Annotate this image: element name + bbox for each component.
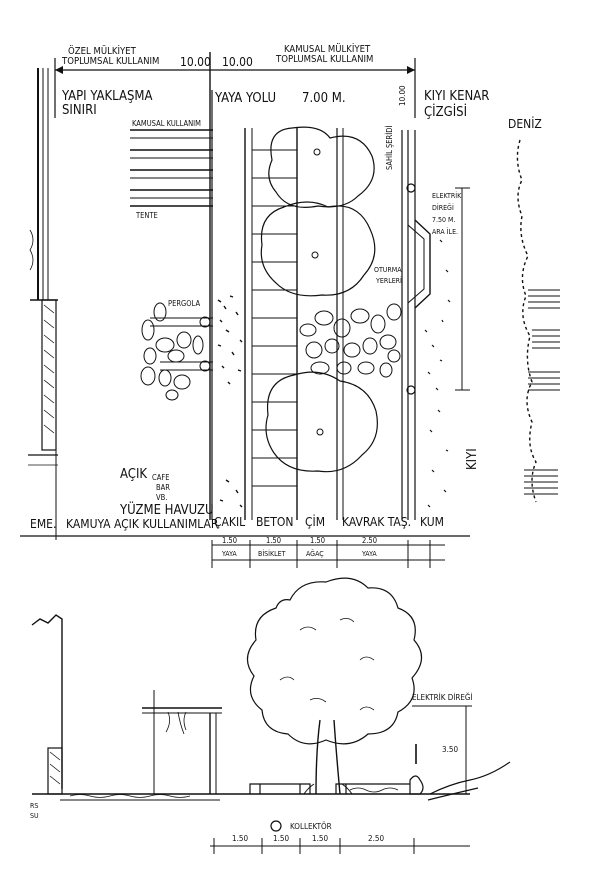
cizgisi-label: ÇİZGİSİ (424, 104, 467, 120)
eme-label: EME. (30, 517, 56, 531)
kiyi-label: KIYI (465, 448, 480, 470)
building-edge (28, 68, 58, 540)
strip-use-4: YAYA (361, 550, 377, 558)
cross-section: RS SU (30, 577, 511, 854)
vb-label: VB. (156, 493, 167, 502)
material-beton: BETON (256, 515, 293, 529)
section-lamp-post (409, 705, 511, 801)
section-pergola (142, 690, 222, 794)
site-plan: ÖZEL MÜLKİYET TOPLUMSAL KULLANIM 10.00 1… (20, 44, 560, 568)
section-dim-2: 1.50 (273, 834, 289, 843)
section-tree (246, 577, 423, 795)
material-kum: KUM (420, 515, 444, 529)
acik-label: AÇIK (120, 467, 147, 482)
material-cakil: ÇAKIL (214, 515, 245, 529)
kiyi-kenar-label: KIYI KENAR (424, 89, 489, 104)
strip-dim-1: 1.50 (222, 536, 237, 545)
oturma-label: OTURMA (374, 266, 402, 274)
yapi-siniri-label: SINIRI (62, 103, 97, 118)
section-elektrik-label: ELEKTRİK DİREĞİ (412, 691, 473, 702)
kamusal-kullanim-label: KAMUSAL KULLANIM (132, 119, 201, 128)
ozel-toplumsal-label: TOPLUMSAL KULLANIM (61, 56, 159, 67)
yapi-yaklasma-label: YAPI YAKLAŞMA (61, 89, 152, 104)
collector-pipe (270, 820, 282, 832)
elektrik-line3: 7.50 M. (432, 216, 455, 224)
shoreline (516, 139, 560, 503)
bar-label: BAR (156, 483, 170, 492)
sand-stipple (424, 239, 451, 508)
material-kavrak: KAVRAK TAŞ. (342, 515, 411, 529)
kamusal-toplumsal-label: TOPLUMSAL KULLANIM (275, 54, 373, 65)
tente-label: TENTE (135, 211, 158, 220)
strip-use-1: YAYA (221, 550, 237, 558)
kolektor-label: KOLLEKTÖR (290, 821, 332, 831)
yerleri-label: YERLERİ (375, 276, 402, 285)
elektrik-line1: ELEKTRİK (432, 191, 462, 200)
dim-right-label: 10.00 (222, 55, 253, 69)
yuzme-havuzu-label: YÜZME HAVUZU (119, 501, 214, 518)
ownership-dimension (54, 52, 416, 520)
section-dim-1: 1.50 (232, 834, 248, 843)
pergola-label: PERGOLA (168, 299, 200, 308)
rs-label: RS (30, 802, 38, 810)
dim-left-label: 10.00 (180, 55, 211, 69)
section-paving (249, 783, 410, 794)
yaya-width-label: 7.00 M. (302, 91, 346, 106)
section-height-label: 3.50 (442, 745, 458, 754)
lamp-post-2 (406, 385, 416, 395)
su-label: SU (30, 812, 39, 820)
section-dim-3: 1.50 (312, 834, 328, 843)
yaya-yolu-label: YAYA YOLU (214, 91, 276, 106)
section-dim-4: 2.50 (368, 834, 384, 843)
strip-dim-2: 1.50 (266, 536, 281, 545)
tente-canopy (130, 129, 213, 207)
pergola-paving (140, 302, 213, 401)
elektrik-line2: DİREĞİ (432, 203, 454, 212)
dim-10-label: 10.00 (398, 85, 407, 106)
material-cim: ÇİM (305, 514, 325, 529)
deniz-label: DENİZ (508, 116, 542, 131)
promenade-strips (211, 90, 416, 520)
lamp-post-1 (406, 183, 416, 193)
plan-trees (260, 126, 378, 473)
strip-use-2: BİSİKLET (258, 549, 286, 558)
stone-paving (299, 303, 402, 378)
elektrik-line4: ARA İLE. (432, 227, 458, 236)
ozel-mulkiyet-label: ÖZEL MÜLKİYET (68, 46, 137, 57)
kamuya-acik-label: KAMUYA AÇIK KULLANIMLAR (66, 517, 219, 531)
kamusal-mulkiyet-label: KAMUSAL MÜLKİYET (284, 44, 371, 55)
strip-dim-4: 2.50 (362, 536, 377, 545)
cafe-label: CAFE (152, 473, 169, 482)
strip-use-3: AĞAÇ (306, 549, 324, 558)
seating-bay (414, 219, 431, 309)
strip-dim-3: 1.50 (310, 536, 325, 545)
sahil-serit-label: SAHİL ŞERİDİ (385, 126, 394, 170)
